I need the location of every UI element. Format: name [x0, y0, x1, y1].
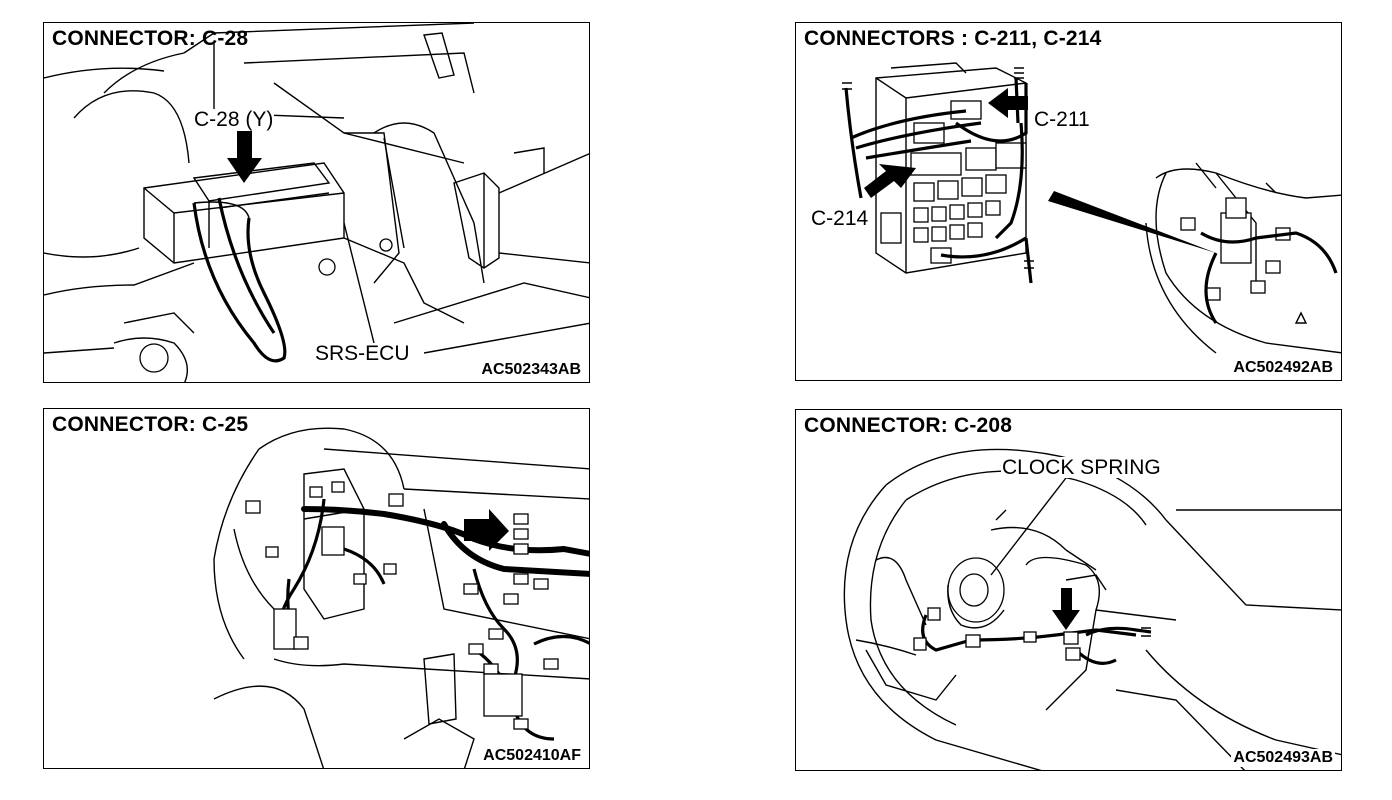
figure-code: AC502343AB: [479, 361, 583, 379]
figure-code: AC502492AB: [1231, 359, 1335, 377]
diagram-c28: [44, 23, 589, 382]
connector-label-c211: C-211: [1033, 108, 1091, 131]
component-label-clock-spring: CLOCK SPRING: [1001, 456, 1162, 479]
arrow-icon: [464, 509, 509, 551]
panel-title: CONNECTORS : C-211, C-214: [804, 27, 1102, 50]
arrow-icon: [864, 164, 916, 198]
diagram-c25: [213, 427, 589, 768]
figure-code: AC502410AF: [481, 747, 583, 765]
figure-code: AC502493AB: [1231, 749, 1335, 767]
connector-label-c28: C-28 (Y): [193, 108, 275, 131]
component-label-srs-ecu: SRS-ECU: [314, 342, 411, 365]
arrow-icon: [1052, 588, 1080, 630]
diagram-c211-c214: [842, 62, 1341, 354]
panel-title: CONNECTOR: C-28: [52, 27, 249, 50]
diagram-c208: [843, 448, 1341, 770]
panel-connectors-c211-c214: CONNECTORS : C-211, C-214 C-211 C-214 AC…: [795, 22, 1342, 381]
panel-connector-c25: CONNECTOR: C-25 AC502410AF: [43, 408, 590, 769]
panel-connector-c208: CONNECTOR: C-208 CLOCK SPRING AC502493AB: [795, 409, 1342, 771]
arrow-icon: [227, 131, 262, 183]
arrow-icon: [988, 88, 1028, 118]
panel-title: CONNECTOR: C-208: [804, 414, 1013, 437]
connector-label-c214: C-214: [810, 207, 870, 230]
panel-connector-c28: CONNECTOR: C-28 C-28 (Y) SRS-ECU AC50234…: [43, 22, 590, 383]
panel-title: CONNECTOR: C-25: [52, 413, 249, 436]
